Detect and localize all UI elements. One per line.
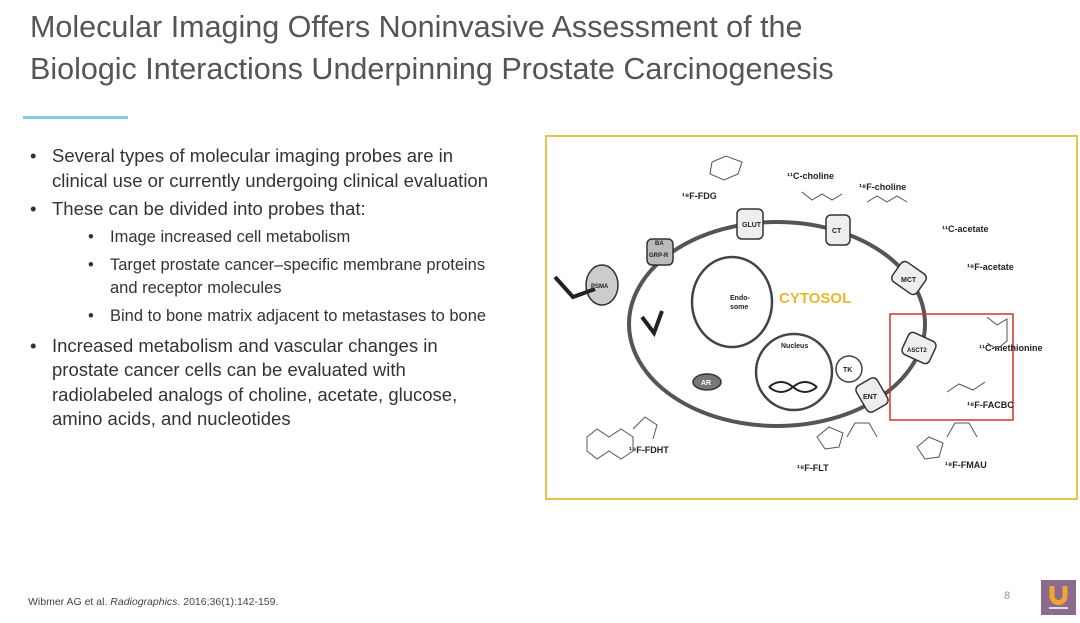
ct-transporter (825, 214, 851, 246)
probe-fdg: ¹⁸F-FDG (682, 191, 717, 201)
slide-title-line-1: Molecular Imaging Offers Noninvasive Ass… (30, 10, 803, 44)
logo-u-icon (1049, 586, 1068, 609)
methionine-structure (986, 316, 1008, 350)
molecular-imaging-diagram: GLUT CT MCT ASCT2 ENT TK AR BA GRP-R PSM… (545, 135, 1078, 500)
mct-transporter (891, 260, 927, 296)
ar-label: AR (701, 380, 711, 387)
psma-label: PSMA (591, 284, 609, 290)
probe-facbc: ¹⁸F-FACBC (967, 400, 1014, 410)
ba-label: BA (655, 241, 664, 247)
endosome (690, 255, 774, 349)
antibody-icon (553, 275, 664, 338)
probe-methionine: ¹¹C-methionine (979, 343, 1043, 353)
probe-fdht: ¹⁸F-FDHT (629, 445, 669, 455)
citation: Wibmer AG et al. Radiographics. 2016;36(… (28, 596, 278, 608)
title-accent-line (23, 116, 128, 119)
glut-label: GLUT (742, 222, 762, 229)
urology-logo (1041, 580, 1076, 615)
cytosol-label: CYTOSOL (779, 290, 851, 307)
tk-label: TK (843, 367, 852, 374)
asct2-transporter (901, 331, 937, 365)
nucleus-label: Nucleus (781, 343, 808, 350)
cell-membrane (627, 220, 927, 428)
dna-helix (768, 381, 818, 393)
choline-structure (801, 191, 908, 203)
facbc-structure (946, 381, 986, 393)
bullet-item: These can be divided into probes that: (28, 197, 508, 222)
fdht-structure (586, 416, 658, 460)
asct2-label: ASCT2 (907, 348, 927, 354)
flt-structure (816, 422, 878, 450)
psma-protein (585, 264, 619, 306)
probe-fmau: ¹⁸F-FMAU (945, 460, 987, 470)
sub-bullet-item: Image increased cell metabolism (86, 226, 508, 249)
nucleus (754, 332, 834, 412)
grpr-label: GRP-R (649, 253, 669, 259)
endosome-label-2: some (730, 304, 748, 311)
probe-c-acetate: ¹¹C-acetate (942, 224, 989, 234)
bullet-list: Several types of molecular imaging probe… (28, 144, 508, 436)
mct-label: MCT (901, 277, 917, 284)
citation-details: . 2016;36(1):142-159. (177, 596, 279, 608)
cell-diagram-svg: GLUT CT MCT ASCT2 ENT TK AR BA GRP-R PSM… (553, 155, 1043, 473)
slide-title-line-2: Biologic Interactions Underpinning Prost… (30, 52, 834, 86)
bullet-item: Several types of molecular imaging probe… (28, 144, 508, 193)
ent-transporter (855, 377, 889, 413)
probe-f-choline: ¹⁸F-choline (859, 182, 906, 192)
citation-authors: Wibmer AG et al. (28, 596, 111, 608)
endosome-label-1: Endo- (730, 295, 750, 302)
glut-transporter (736, 208, 764, 240)
tk-enzyme (835, 355, 863, 383)
ct-label: CT (832, 228, 842, 235)
grpr-receptor (646, 238, 674, 266)
citation-journal: Radiographics (110, 596, 178, 608)
sub-bullet-item: Bind to bone matrix adjacent to metastas… (86, 305, 508, 328)
probe-c-choline: ¹¹C-choline (787, 171, 834, 181)
highlight-box (889, 313, 1014, 421)
slide-title: Molecular Imaging Offers Noninvasive Ass… (30, 6, 1070, 90)
ent-label: ENT (863, 394, 878, 401)
sub-bullet-item: Target prostate cancer–specific membrane… (86, 254, 508, 299)
ar-receptor (692, 373, 722, 391)
probe-f-acetate: ¹⁸F-acetate (967, 262, 1014, 272)
bullet-item: Increased metabolism and vascular change… (28, 334, 508, 432)
fdg-structure (709, 155, 743, 181)
fmau-structure (916, 422, 978, 460)
page-number: 8 (1004, 590, 1011, 602)
probe-flt: ¹⁸F-FLT (797, 463, 829, 473)
